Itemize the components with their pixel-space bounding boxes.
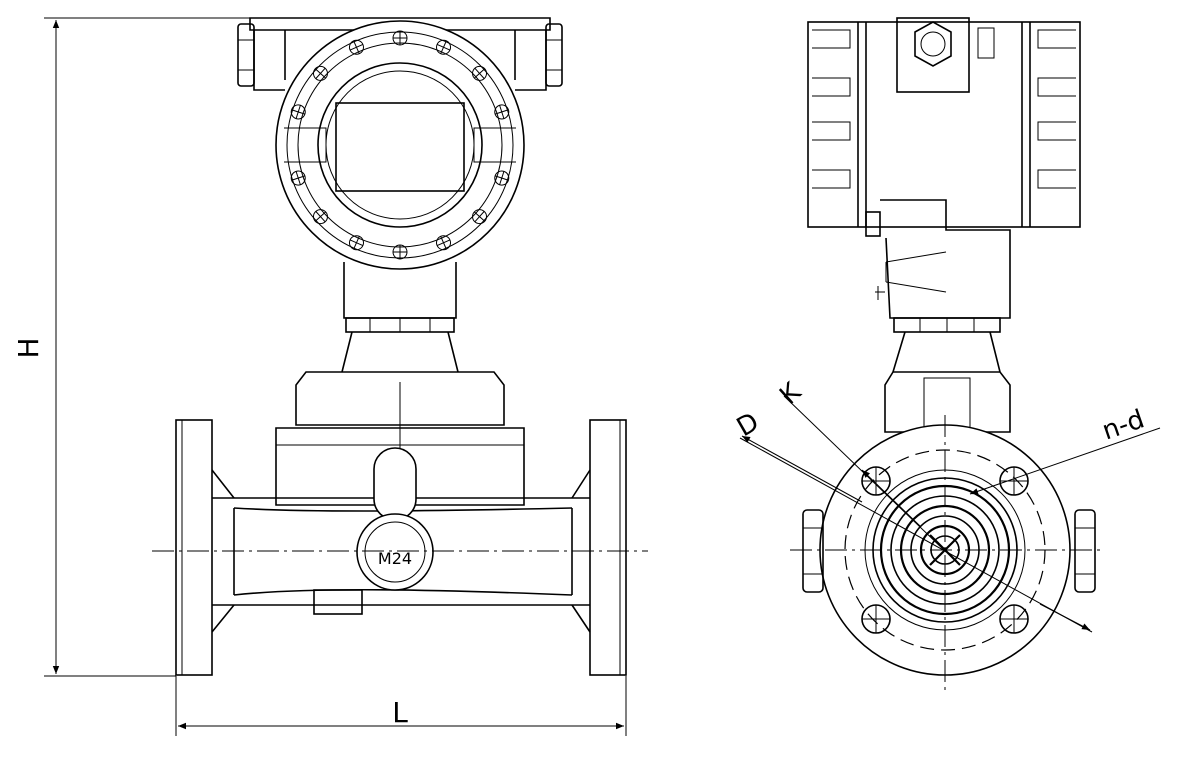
front-flanges — [175, 419, 627, 676]
cover-bolts — [290, 30, 510, 260]
side-nuts — [802, 509, 1096, 593]
side-neck — [865, 199, 1011, 433]
bolt-circle-label: K — [774, 377, 807, 411]
front-body — [275, 371, 525, 506]
length-label: L — [392, 696, 408, 729]
side-view: D K n-d — [732, 17, 1161, 690]
length-dimension: L — [175, 676, 627, 736]
housing-top — [237, 17, 563, 91]
flange-od-label: D — [732, 407, 764, 443]
m24-connector: M24 — [356, 447, 434, 591]
display-cover — [275, 20, 525, 270]
bolt-holes-label: n-d — [1098, 404, 1148, 446]
height-dimension: H — [12, 17, 250, 677]
flange-bolt-holes — [861, 466, 1029, 634]
connector-label: M24 — [378, 549, 412, 568]
front-view: M24 H L — [12, 17, 648, 736]
front-neck — [341, 262, 459, 373]
height-label: H — [12, 337, 45, 358]
side-housing — [807, 17, 1081, 228]
